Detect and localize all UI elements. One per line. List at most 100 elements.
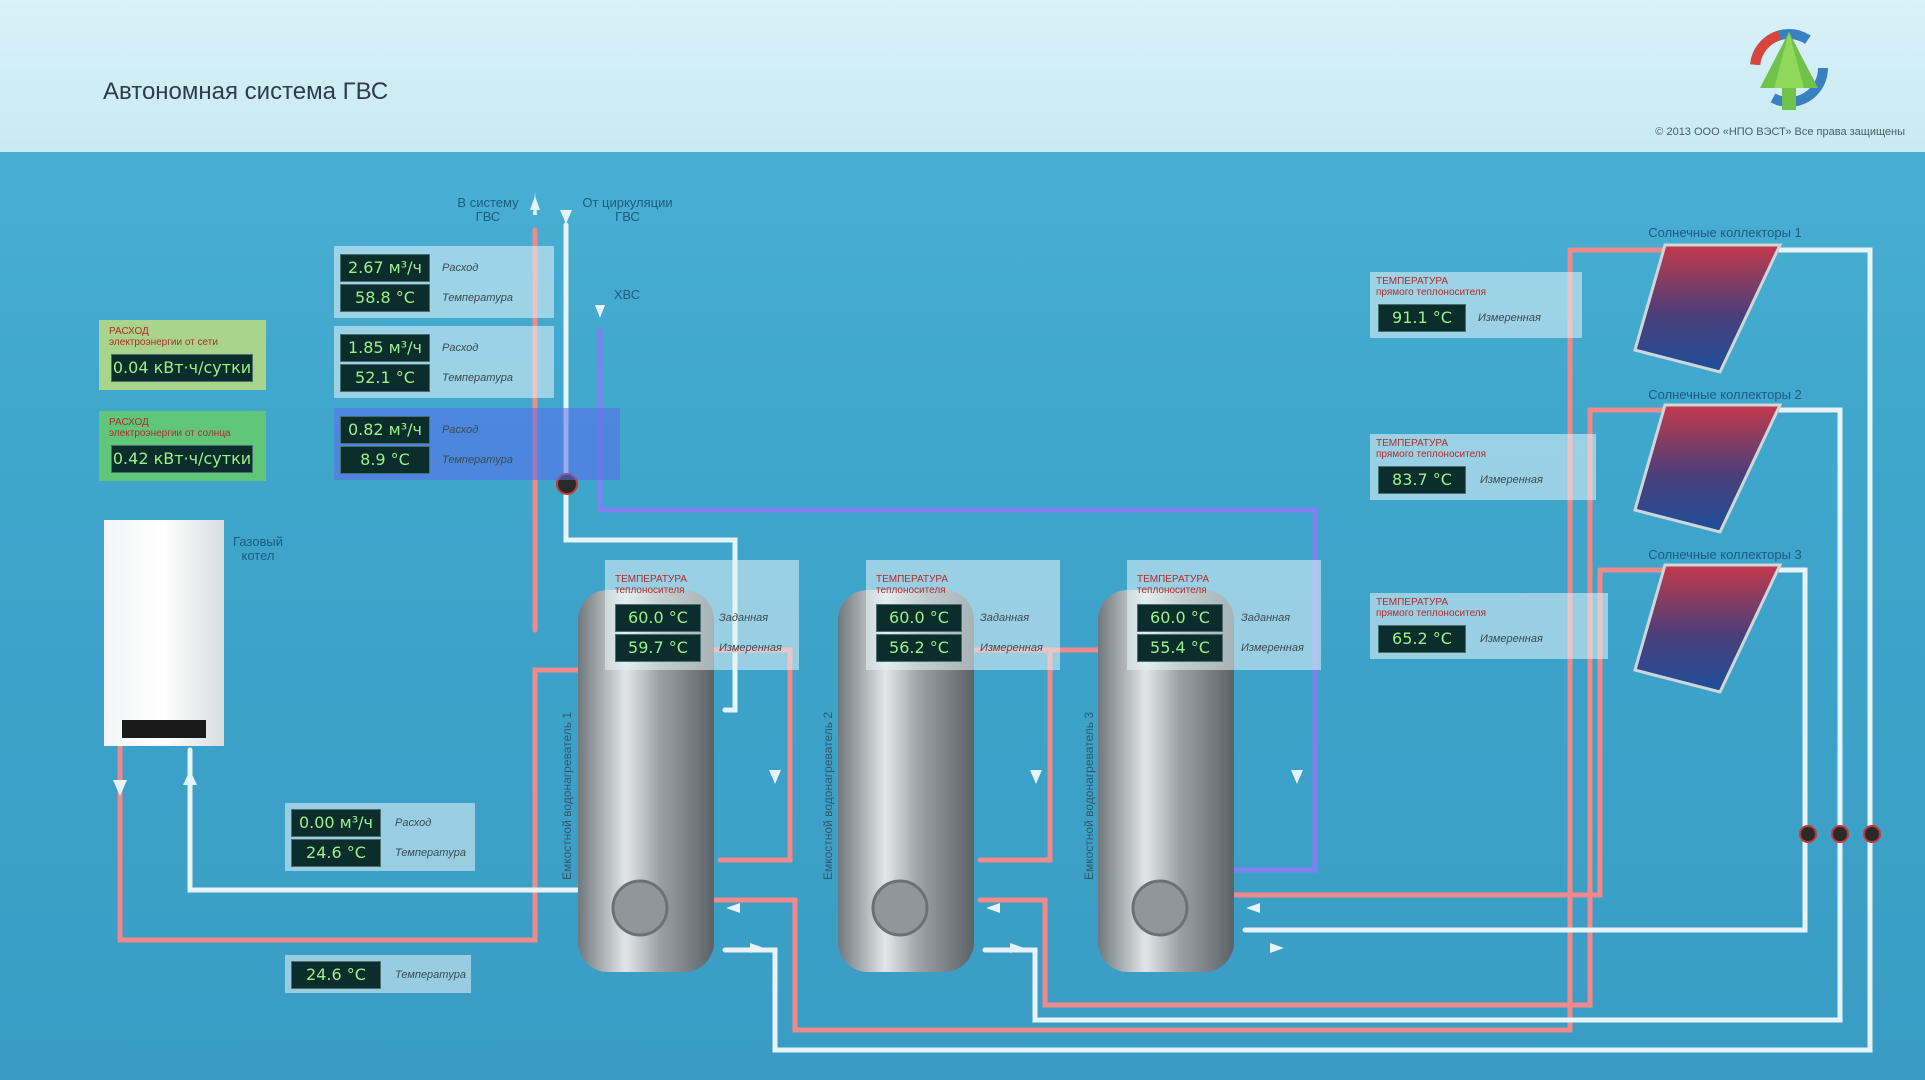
temp-2-label: Температура [442, 372, 513, 384]
tank-3-set-value: 60.0 °C [1137, 604, 1223, 632]
tank-1-set-value: 60.0 °C [615, 604, 701, 632]
arrow-right-icon [1010, 943, 1024, 953]
tank-3-meas-label: Измеренная [1241, 642, 1304, 654]
arrow-left-icon [726, 903, 740, 913]
temp-1-label: Температура [442, 292, 513, 304]
boiler-return-panel: 24.6 °C Температура [285, 955, 471, 993]
tank-3-meas-value: 55.4 °C [1137, 634, 1223, 662]
company-logo-icon [1750, 29, 1828, 110]
boiler-temp-label: Температура [395, 847, 466, 859]
copyright-text: © 2013 ООО «НПО ВЭСТ» Все права защищены [1655, 126, 1905, 138]
arrow-down-icon [1291, 770, 1303, 784]
boiler-flow-value: 0.00 м³/ч [291, 809, 381, 837]
tank-2-set-label: Заданная [980, 612, 1030, 624]
to-system-label: В систему ГВС [457, 195, 519, 224]
arrow-up-icon [183, 770, 197, 785]
solar-hot-branch-2 [977, 407, 1593, 1008]
boiler-flow-label: Расход [395, 817, 432, 829]
tank-2 [838, 590, 974, 972]
tank-hot-link-1 [707, 647, 793, 863]
arrow-left-icon [986, 903, 1000, 913]
solar-1-title: Солнечные коллекторы 1 [1648, 225, 1802, 240]
flow-panel-3: 0.82 м³/ч Расход 8.9 °C Температура [334, 408, 620, 480]
solar-2-value: 83.7 °C [1378, 466, 1466, 494]
solar-3-label: Измеренная [1480, 633, 1543, 645]
flow-2-value: 1.85 м³/ч [340, 334, 430, 362]
solar-cold-2 [982, 407, 1843, 1023]
tank-1-meas-value: 59.7 °C [615, 634, 701, 662]
flow-panel-1: 2.67 м³/ч Расход 58.8 °C Температура [334, 246, 554, 318]
arrow-up-icon [533, 192, 537, 215]
energy-solar-value: 0.42 кВт·ч/сутки [111, 445, 253, 473]
solar-3-value: 65.2 °C [1378, 625, 1466, 653]
boiler-return-pipe [117, 667, 583, 943]
solar-hot-main [712, 247, 1573, 1033]
tank-3-set-label: Заданная [1241, 612, 1291, 624]
flow-1-label: Расход [442, 262, 479, 274]
arrow-down-icon [1030, 770, 1042, 784]
solar-collector-2 [1633, 403, 1783, 534]
gas-boiler[interactable] [104, 520, 224, 746]
tank-2-set-value: 60.0 °C [876, 604, 962, 632]
arrow-down-icon [595, 305, 605, 318]
arrow-down-icon [113, 780, 127, 796]
flow-3-value: 0.82 м³/ч [340, 416, 430, 444]
solar-1-value: 91.1 °C [1378, 304, 1466, 332]
energy-grid-value: 0.04 кВт·ч/сутки [111, 354, 253, 382]
tank-1-name: Емкостной водонагреватель 1 [560, 711, 574, 880]
flow-2-label: Расход [442, 342, 479, 354]
solar-cold-1 [722, 247, 1873, 1053]
flow-3-label: Расход [442, 424, 479, 436]
tank-1 [578, 590, 714, 972]
cold-water-label: ХВС [613, 287, 641, 302]
boiler-flow-panel: 0.00 м³/ч Расход 24.6 °C Температура [285, 803, 475, 871]
tank-2-name: Емкостной водонагреватель 2 [821, 711, 835, 880]
boiler-temp-value: 24.6 °C [291, 839, 381, 867]
solar-3-title: Солнечные коллекторы 3 [1648, 547, 1802, 562]
solar-collector-1 [1633, 243, 1783, 374]
arrow-down-icon [560, 210, 572, 224]
tank-1-meas-label: Измеренная [719, 642, 782, 654]
page-title: Автономная система ГВС [103, 78, 389, 105]
header-bar: Автономная система ГВС © 2013 ООО «НПО В… [0, 0, 1925, 152]
boiler-display [122, 720, 206, 738]
pump-icon [1863, 825, 1881, 843]
tank-3 [1098, 590, 1234, 972]
boiler-return-temp-value: 24.6 °C [291, 961, 381, 989]
boiler-supply-pipe [187, 747, 583, 893]
boiler-label: Газовый котел [233, 534, 283, 563]
boiler-return-temp-label: Температура [395, 969, 466, 981]
tank-hot-link-2 [967, 647, 1053, 863]
solar-1-label: Измеренная [1478, 312, 1541, 324]
solar-collector-3 [1633, 563, 1783, 694]
temp-3-label: Температура [442, 454, 513, 466]
solar-hot-branch-3 [1232, 567, 1603, 898]
tank-3-name: Емкостной водонагреватель 3 [1082, 711, 1096, 880]
arrow-left-icon [1246, 903, 1260, 913]
temp-1-value: 58.8 °C [340, 284, 430, 312]
arrow-down-icon [769, 770, 781, 784]
pump-icon [1799, 825, 1817, 843]
tank-2-meas-label: Измеренная [980, 642, 1043, 654]
arrow-right-icon [1270, 943, 1284, 953]
tank-1-set-label: Заданная [719, 612, 769, 624]
flow-1-value: 2.67 м³/ч [340, 254, 430, 282]
solar-2-label: Измеренная [1480, 474, 1543, 486]
solar-2-title: Солнечные коллекторы 2 [1648, 387, 1802, 402]
pump-icon [1831, 825, 1849, 843]
